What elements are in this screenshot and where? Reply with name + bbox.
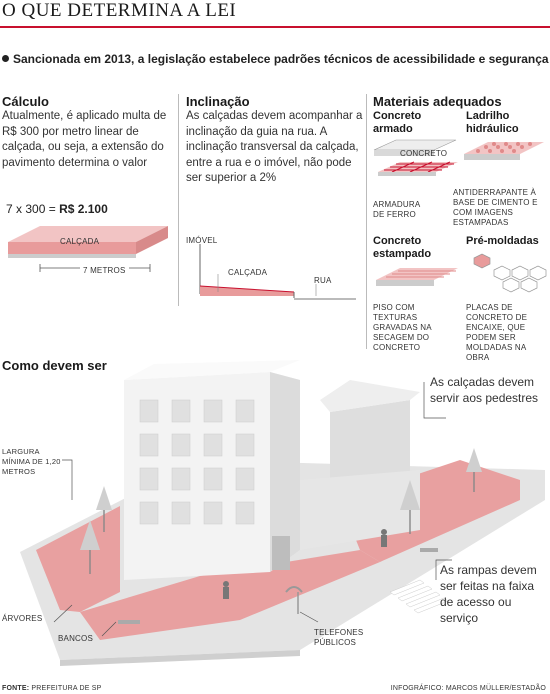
title-rule: [0, 26, 550, 28]
placas-label: PLACAS DE CONCRETO DE ENCAIXE, QUE PODEM…: [466, 303, 528, 362]
slab-top: [8, 226, 168, 242]
concreto-label: CONCRETO: [400, 149, 448, 158]
rua-label: RUA: [314, 276, 332, 285]
building-door: [272, 536, 290, 570]
rua-surface: [294, 298, 356, 300]
building-main-side: [270, 372, 300, 572]
street-illustration: [20, 360, 545, 666]
concreto-front: [374, 150, 434, 156]
ladrilho-title: Ladrilho hidráulico: [466, 110, 519, 135]
lead-label: Sancionada em 2013, a legislação estabel…: [13, 52, 549, 66]
sidewalk-front: [80, 550, 380, 640]
rampas-note: As rampas devem ser feitas na faixa de a…: [440, 563, 537, 625]
ladrilho-front: [464, 154, 520, 160]
pre-moldadas-hexes: [473, 253, 547, 293]
slope-line: [199, 285, 295, 293]
ladrilho-pattern: [476, 142, 532, 153]
concreto-estampado-title: Concreto estampado: [373, 235, 432, 260]
como-title: Como devem ser: [2, 358, 107, 373]
arvores-label: ÁRVORES: [2, 614, 43, 623]
footer-infografico: INFOGRÁFICO: MARCOS MÜLLER/ESTADÃO: [390, 685, 546, 692]
calculo-text: Atualmente, é aplicado multa de R$ 300 p…: [2, 110, 167, 169]
antiderrapante-label: ANTIDERRAPANTE À BASE DE CIMENTO E COM I…: [453, 188, 538, 227]
pre-moldadas-title: Pré-moldadas: [466, 235, 539, 247]
slab-base: [8, 254, 136, 258]
materiais-bottom-illustrations: [376, 253, 547, 293]
equation-left: 7 x 300 =: [6, 202, 56, 216]
calcada-slope: [200, 286, 294, 296]
bancos-label: BANCOS: [58, 634, 93, 643]
equation-result: R$ 2.100: [59, 202, 108, 216]
inclinacao-diagram: [199, 244, 356, 300]
inclinacao-text: As calçadas devem acompanhar a inclinaçã…: [186, 110, 363, 184]
armadura-label: ARMADURA DE FERRO: [373, 200, 420, 219]
divider-2: [366, 94, 367, 349]
bench-2: [420, 548, 438, 552]
armadura-base: [378, 172, 436, 176]
pedestres-note: As calçadas devem servir aos pedestres: [430, 375, 539, 405]
building-low-block: [300, 470, 420, 550]
fonte-value: PREFEITURA DE SP: [31, 685, 102, 692]
imovel-label: IMÓVEL: [186, 236, 218, 245]
tree-far: [466, 448, 482, 492]
street-base-edge: [60, 650, 300, 666]
page-title: O QUE DETERMINA A LEI: [2, 0, 237, 21]
telefones-label: TELEFONES PÚBLICOS: [314, 628, 364, 647]
building-windows: [139, 399, 255, 525]
lead-text: Sancionada em 2013, a legislação estabel…: [2, 52, 549, 66]
building-annex-top: [320, 380, 420, 412]
bullet-icon: [2, 55, 9, 62]
crosswalk: [389, 579, 449, 614]
slab-side: [136, 226, 168, 254]
bench-1: [118, 620, 140, 624]
metros-label: 7 METROS: [80, 266, 129, 276]
materiais-top-illustrations: [373, 139, 544, 176]
fonte-label: FONTE:: [2, 685, 30, 692]
pedestrian-2: [381, 529, 387, 547]
inclinacao-title: Inclinação: [186, 94, 250, 109]
pedestrian-1: [223, 581, 229, 599]
tree-right: [400, 480, 420, 534]
estampado-pattern: [386, 270, 456, 278]
divider-1: [178, 94, 179, 306]
footer-fonte: FONTE: PREFEITURA DE SP: [2, 684, 102, 694]
largura-label: LARGURA MÍNIMA DE 1,20 METROS: [2, 447, 61, 476]
leader-lines: [53, 382, 452, 637]
concreto-armado-title: Concreto armado: [373, 110, 422, 135]
sidewalk-left: [36, 506, 120, 612]
calculo-equation: 7 x 300 = R$ 2.100: [6, 202, 108, 216]
phone-booth: [285, 586, 303, 614]
calcada-slab-illustration: [8, 226, 168, 272]
calculo-title: Cálculo: [2, 94, 49, 109]
tree-left: [96, 486, 112, 532]
calcada-label: CALÇADA: [60, 237, 100, 246]
building-main-top: [124, 360, 300, 380]
slab-front: [8, 242, 136, 254]
inclinacao-calcada-label: CALÇADA: [228, 268, 268, 277]
ladrilho-top: [464, 142, 544, 154]
piso-label: PISO COM TEXTURAS GRAVADAS NA SECAGEM DO…: [373, 303, 432, 352]
materiais-title: Materiais adequados: [373, 94, 502, 109]
tree-mid: [80, 520, 100, 574]
estampado-front: [376, 280, 434, 286]
armadura-grid: [384, 161, 454, 173]
